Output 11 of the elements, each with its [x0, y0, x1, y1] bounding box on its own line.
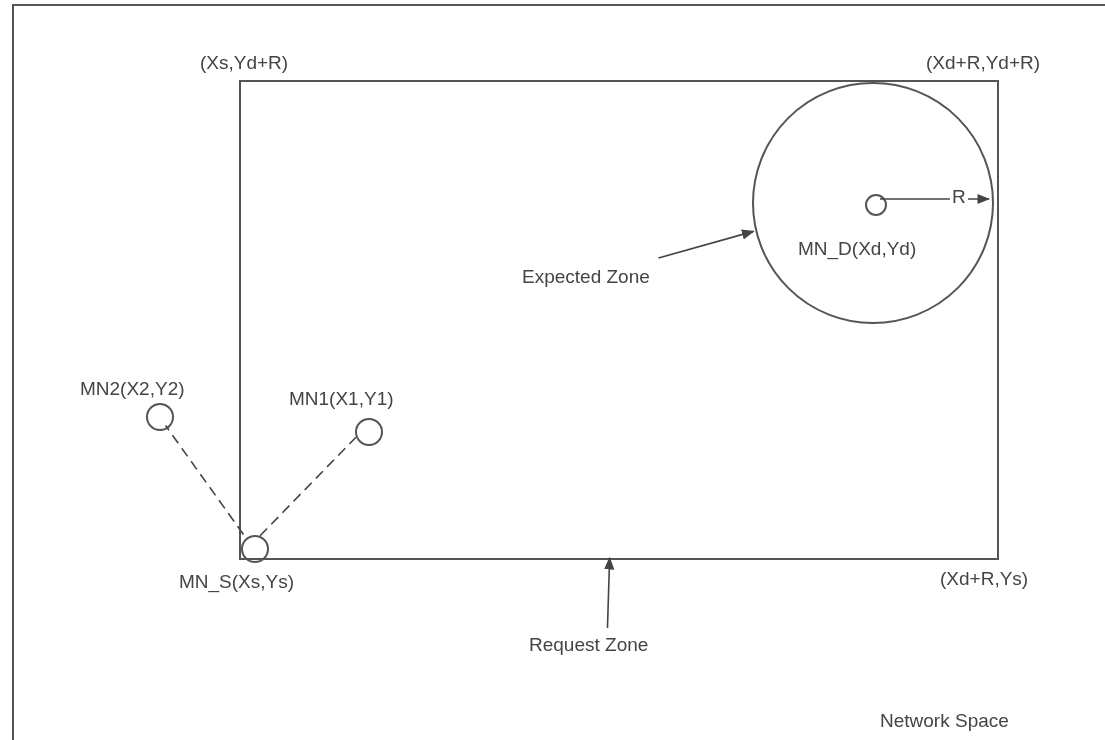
zone-label: Expected Zone: [522, 266, 650, 288]
node-label: MN1(X1,Y1): [289, 388, 394, 410]
area-label: Network Space: [880, 710, 1009, 732]
node-label: MN2(X2,Y2): [80, 378, 185, 400]
coordinate-label: (Xd+R,Ys): [940, 568, 1029, 590]
network-space-frame: [12, 4, 1105, 740]
coordinate-label: (Xs,Yd+R): [200, 52, 289, 74]
node-label: MN_S(Xs,Ys): [179, 571, 295, 593]
zone-label: Request Zone: [529, 634, 649, 656]
coordinate-label: (Xd+R,Yd+R): [926, 52, 1041, 74]
node-label: MN_D(Xd,Yd): [798, 238, 917, 260]
